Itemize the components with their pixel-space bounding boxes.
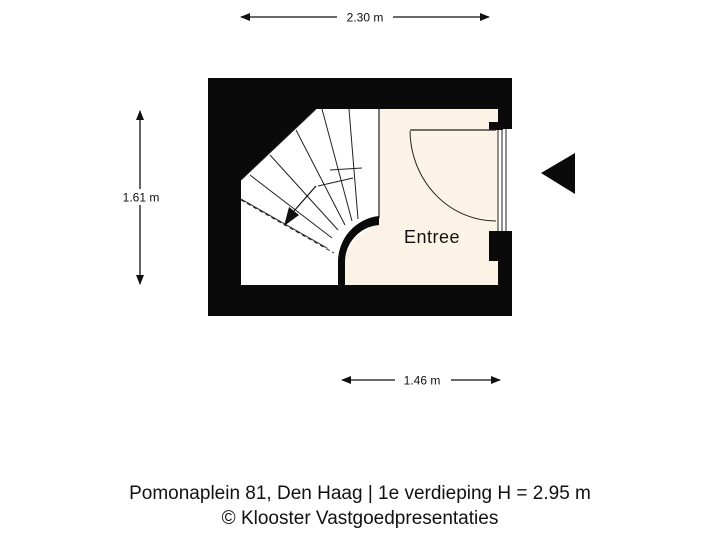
interior <box>241 109 498 285</box>
left-dimension-label: 1.61 m <box>123 191 160 205</box>
top-dimension-label: 2.30 m <box>347 11 384 25</box>
caption-copyright: © Klooster Vastgoedpresentaties <box>221 508 499 529</box>
top-dimension: 2.30 m <box>240 9 490 25</box>
bottom-dimension-label: 1.46 m <box>404 374 441 388</box>
staircase <box>240 108 380 254</box>
room-label: Entree <box>404 227 460 247</box>
entrance-arrow-icon <box>541 153 575 194</box>
bottom-dimension: 1.46 m <box>341 372 501 388</box>
entrance-door <box>409 122 507 261</box>
caption-address: Pomonaplein 81, Den Haag | 1e verdieping… <box>129 483 591 504</box>
stair-direction-arrow <box>284 207 299 226</box>
stair-newel-wall <box>337 216 379 285</box>
left-dimension: 1.61 m <box>115 110 165 285</box>
